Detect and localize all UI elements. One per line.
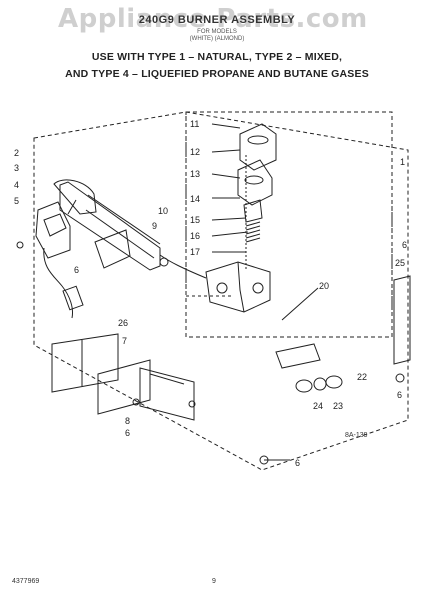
callout-26: 26 bbox=[118, 318, 129, 328]
fitting-set bbox=[295, 375, 343, 393]
support-bracket bbox=[51, 333, 151, 415]
callout-16: 16 bbox=[190, 231, 201, 241]
callout-5: 5 bbox=[14, 196, 20, 206]
heading-line-2: AND TYPE 4 – LIQUEFIED PROPANE AND BUTAN… bbox=[65, 68, 369, 80]
gas-valve-body bbox=[205, 261, 271, 313]
burner-head bbox=[239, 123, 277, 171]
diagram-code: 8A-139 bbox=[345, 432, 368, 439]
callout-15: 15 bbox=[190, 215, 201, 225]
callout-23: 23 bbox=[333, 401, 344, 411]
igniter-screw bbox=[16, 241, 24, 249]
orifice-fitting bbox=[275, 343, 321, 369]
callout-7: 7 bbox=[122, 336, 128, 346]
assembly-boundary bbox=[33, 111, 409, 471]
callout-10: 10 bbox=[158, 206, 169, 216]
burner-tube bbox=[53, 179, 161, 271]
bracket-plate bbox=[94, 229, 131, 269]
subtitle-line-2: (WHITE) (ALMOND) bbox=[189, 36, 245, 42]
wire-connector bbox=[62, 285, 84, 311]
igniter-bracket bbox=[35, 201, 71, 259]
side-bracket bbox=[393, 275, 411, 365]
callout-22: 22 bbox=[357, 372, 368, 382]
valve-enclosure-box bbox=[185, 111, 393, 338]
subtitle-line-1: FOR MODELS bbox=[197, 29, 237, 35]
callout-8: 8 bbox=[125, 416, 131, 426]
callout-9: 9 bbox=[152, 221, 158, 231]
callout-4: 4 bbox=[14, 180, 20, 190]
callout-6d: 6 bbox=[125, 428, 131, 438]
orifice-holder bbox=[237, 159, 273, 206]
igniter-wire bbox=[43, 247, 73, 319]
callout-6c: 6 bbox=[397, 390, 403, 400]
callout-6e: 6 bbox=[295, 458, 301, 468]
callout-13: 13 bbox=[190, 169, 201, 179]
callout-3: 3 bbox=[14, 163, 20, 173]
callout-14: 14 bbox=[190, 194, 201, 204]
page-number: 9 bbox=[212, 578, 216, 585]
callout-6a: 6 bbox=[74, 265, 80, 275]
part-number: 4377969 bbox=[12, 578, 40, 585]
callout-12: 12 bbox=[190, 147, 201, 157]
callout-17: 17 bbox=[190, 247, 201, 257]
page-title: 240G9 BURNER ASSEMBLY bbox=[138, 14, 296, 26]
callout-1: 1 bbox=[400, 157, 406, 167]
callout-2: 2 bbox=[14, 148, 20, 158]
callout-24: 24 bbox=[313, 401, 324, 411]
gas-inlet-pipe bbox=[159, 254, 207, 279]
heading-line-1: USE WITH TYPE 1 – NATURAL, TYPE 2 – MIXE… bbox=[91, 51, 343, 63]
callout-20: 20 bbox=[319, 281, 330, 291]
mounting-bracket bbox=[139, 367, 195, 421]
callout-25: 25 bbox=[395, 258, 406, 268]
valve-connector bbox=[159, 257, 169, 267]
callout-6b: 6 bbox=[402, 240, 408, 250]
spring-stack bbox=[243, 199, 263, 243]
watermark: Appliance Parts.com bbox=[58, 4, 368, 34]
callout-11: 11 bbox=[190, 119, 200, 129]
